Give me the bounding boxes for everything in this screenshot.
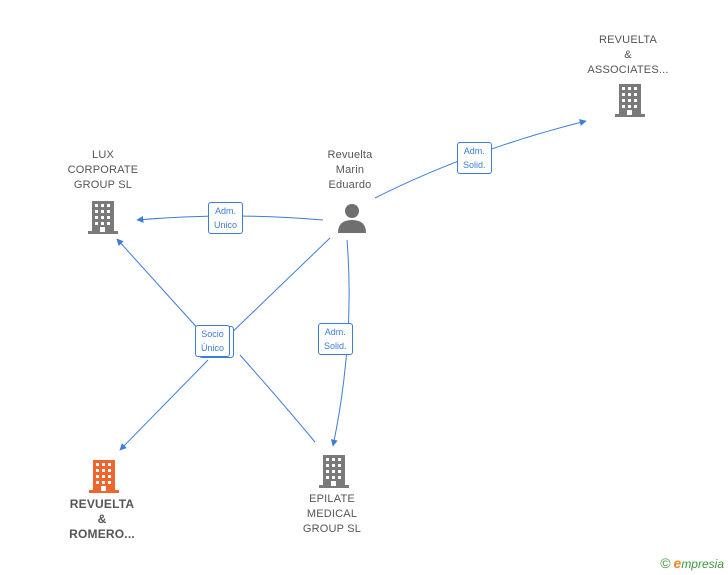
edge-socio-to-lux [116,238,211,343]
edge-label-socio-unico[interactable]: Socio Único [195,325,231,357]
edge-label-adm-solid[interactable]: Adm. Solid. [457,142,492,174]
node-label-person[interactable]: Revuelta Marin Eduardo [327,149,373,191]
copyright-icon: © [660,555,671,571]
building-icon[interactable] [88,201,118,234]
edge-socio-to-revuelta-romero [119,359,209,451]
footer-brand[interactable]: © empresia [660,555,724,571]
edge-label-adm-solid[interactable]: Adm. Solid. [318,323,353,355]
node-label-revuelta-romero[interactable]: REVUELTA & ROMERO... [69,497,135,541]
node-label-lux[interactable]: LUX CORPORATE GROUP SL [67,149,139,191]
node-label-epilate[interactable]: EPILATE MEDICAL GROUP SL [302,493,362,535]
edge-person-to-socio-hub [221,237,331,343]
building-icon[interactable] [89,460,119,493]
brand-initial: e [673,555,682,571]
person-icon[interactable] [338,204,366,233]
node-label-revuelta-associates[interactable]: REVUELTA & ASSOCIATES... [587,34,669,76]
building-icon[interactable] [615,84,645,117]
building-icon[interactable] [319,455,349,488]
brand-name: mpresia [681,557,724,571]
edge-socio-to-epilate [239,354,316,443]
edge-label-adm-unico[interactable]: Adm. Unico [208,202,244,234]
